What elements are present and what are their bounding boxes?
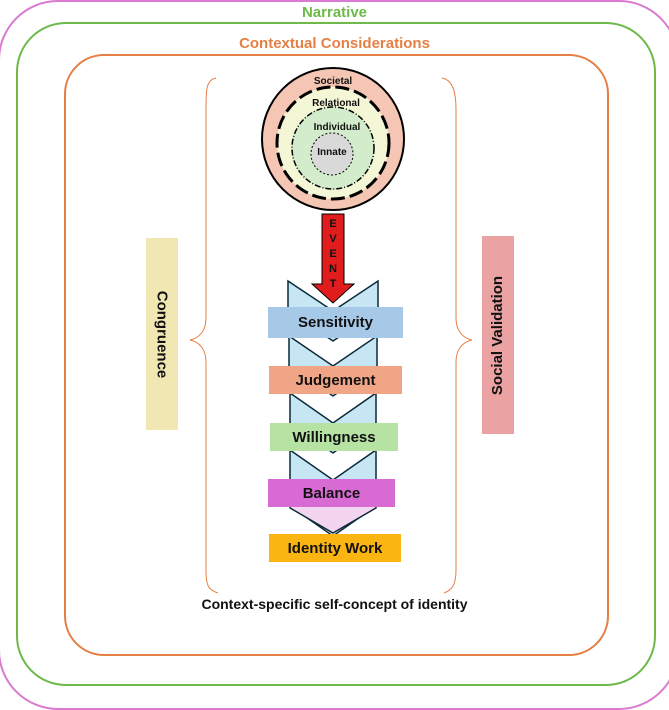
social-validation-bar: Social Validation bbox=[482, 236, 514, 434]
event-letter-t: T bbox=[329, 278, 337, 290]
event-letter-v: V bbox=[329, 233, 337, 245]
innate-core bbox=[310, 132, 354, 176]
congruence-label: Congruence bbox=[153, 290, 171, 378]
event-letter-e2: E bbox=[329, 248, 337, 260]
right-brace bbox=[441, 77, 473, 594]
stage-willingness: Willingness bbox=[270, 423, 398, 451]
event-letter-e1: E bbox=[329, 218, 337, 230]
contextual-frame bbox=[16, 22, 656, 686]
stage-sensitivity: Sensitivity bbox=[268, 307, 403, 338]
stage-balance: Balance bbox=[268, 479, 395, 507]
diagram-caption: Context-specific self-concept of identit… bbox=[201, 596, 468, 612]
ring-label-societal: Societal bbox=[313, 76, 353, 87]
inner-frame bbox=[64, 54, 609, 656]
ring-label-relational: Relational bbox=[312, 98, 360, 109]
event-arrow bbox=[310, 213, 356, 304]
ring-label-individual: Individual bbox=[313, 122, 361, 133]
ring-label-innate: Innate bbox=[317, 147, 347, 158]
left-brace bbox=[189, 77, 219, 594]
social-validation-label: Social Validation bbox=[489, 275, 507, 395]
stage-judgement: Judgement bbox=[269, 366, 402, 394]
event-letter-n: N bbox=[329, 263, 337, 275]
congruence-bar: Congruence bbox=[146, 238, 178, 430]
stage-identity-work: Identity Work bbox=[269, 534, 401, 562]
